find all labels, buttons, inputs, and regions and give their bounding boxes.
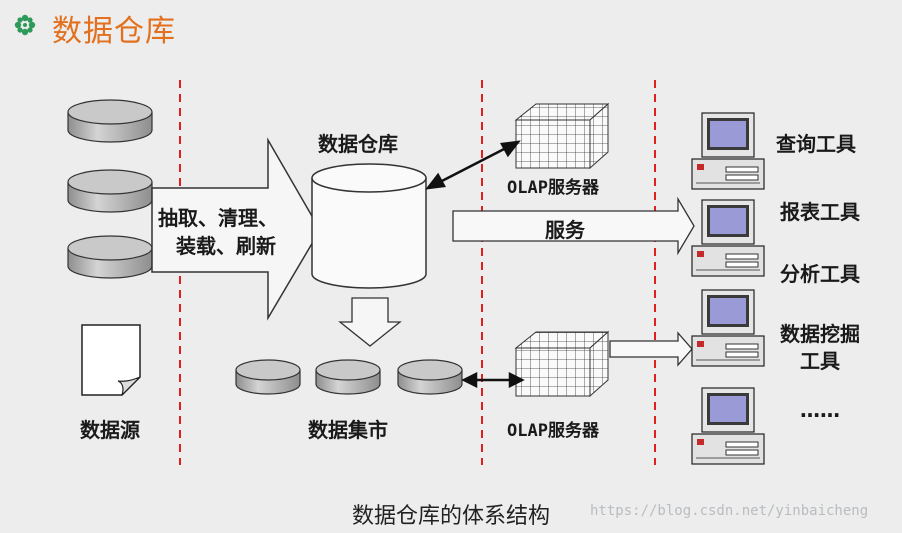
warehouse-cylinder-icon	[311, 163, 427, 289]
tool-query-label: 查询工具	[776, 132, 856, 156]
olap-bottom-label: OLAP服务器	[507, 421, 599, 441]
tool-more-label: ……	[800, 398, 840, 422]
tool-mining-label-line2: 工具	[800, 349, 840, 373]
page-title: 数据仓库	[52, 14, 176, 49]
down-arrow	[338, 297, 402, 347]
computer-icon	[691, 289, 765, 367]
olap-cube-bottom-icon	[514, 330, 610, 398]
etl-label-line2: 装载、刷新	[176, 234, 276, 258]
warehouse-label: 数据仓库	[318, 132, 398, 156]
etl-arrow	[151, 137, 321, 321]
service-label: 服务	[545, 218, 585, 242]
olap-tools-arrow	[609, 331, 693, 367]
watermark: https://blog.csdn.net/yinbaicheng	[590, 503, 869, 519]
mart-disks	[235, 359, 463, 395]
tool-mining-label-line1: 数据挖掘	[780, 322, 860, 346]
computer-icon	[691, 199, 765, 277]
olap-top-label: OLAP服务器	[507, 178, 599, 198]
computer-icon	[691, 112, 765, 190]
marts-label: 数据集市	[308, 418, 388, 442]
diagram-caption: 数据仓库的体系结构	[351, 504, 550, 529]
tool-analysis-label: 分析工具	[780, 262, 860, 286]
flower-bullet-icon	[14, 14, 36, 36]
source-disks	[67, 99, 153, 279]
document-icon	[81, 324, 141, 396]
tool-report-label: 报表工具	[780, 200, 860, 224]
sources-label: 数据源	[80, 418, 140, 442]
etl-label-line1: 抽取、清理、	[158, 206, 278, 230]
olap-cube-top-icon	[514, 102, 610, 170]
computer-icon	[691, 387, 765, 465]
service-arrow	[452, 196, 695, 256]
double-arrows	[425, 140, 525, 389]
